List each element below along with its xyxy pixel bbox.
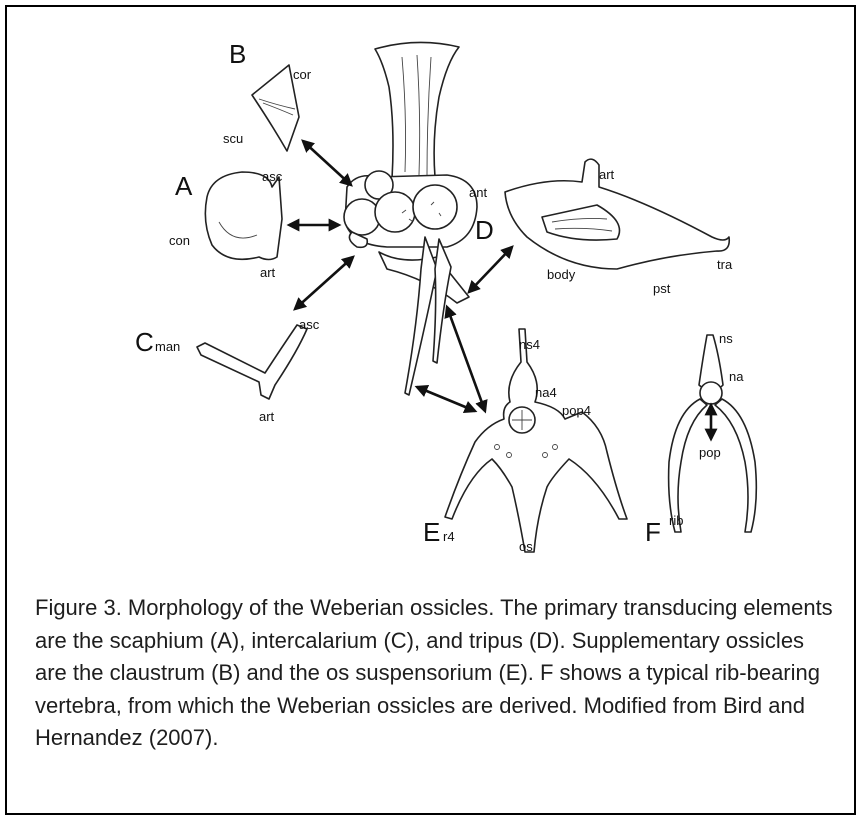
scaphium-drawing bbox=[205, 172, 282, 260]
label-asc-c: asc bbox=[299, 317, 320, 332]
weberian-ossicles-illustration: B cor scu A asc con art C man asc art an… bbox=[7, 7, 858, 587]
label-ant: ant bbox=[469, 185, 487, 200]
arrow-e1 bbox=[417, 387, 475, 411]
arrow-d bbox=[469, 247, 512, 292]
label-f: F bbox=[645, 517, 661, 547]
label-cor: cor bbox=[293, 67, 312, 82]
label-os: os bbox=[519, 539, 533, 554]
label-art-d: art bbox=[599, 167, 615, 182]
arrow-e2 bbox=[447, 307, 485, 411]
label-c: C bbox=[135, 327, 154, 357]
figure-caption: Figure 3. Morphology of the Weberian oss… bbox=[35, 592, 835, 755]
label-e: E bbox=[423, 517, 440, 547]
rib-vertebra-drawing bbox=[669, 335, 757, 532]
intercalarium-drawing bbox=[197, 325, 307, 399]
label-r4: r4 bbox=[443, 529, 455, 544]
tripus-drawing bbox=[505, 159, 729, 269]
label-ns: ns bbox=[719, 331, 733, 346]
label-pst: pst bbox=[653, 281, 671, 296]
label-na: na bbox=[729, 369, 744, 384]
label-asc-a: asc bbox=[262, 169, 283, 184]
label-pop4: pop4 bbox=[562, 403, 591, 418]
label-pop: pop bbox=[699, 445, 721, 460]
claustrum-drawing bbox=[252, 65, 299, 151]
os-suspensorium-drawing bbox=[445, 329, 627, 552]
label-ns4: ns4 bbox=[519, 337, 540, 352]
arrow-c bbox=[295, 257, 353, 309]
label-rib: rib bbox=[669, 513, 683, 528]
label-b: B bbox=[229, 39, 246, 69]
label-con: con bbox=[169, 233, 190, 248]
label-a: A bbox=[175, 171, 193, 201]
label-na4: na4 bbox=[535, 385, 557, 400]
label-tra: tra bbox=[717, 257, 733, 272]
label-art-c: art bbox=[259, 409, 275, 424]
label-art-a: art bbox=[260, 265, 276, 280]
label-man: man bbox=[155, 339, 180, 354]
label-body: body bbox=[547, 267, 576, 282]
figure-frame: B cor scu A asc con art C man asc art an… bbox=[5, 5, 856, 815]
label-d: D bbox=[475, 215, 494, 245]
label-scu: scu bbox=[223, 131, 243, 146]
arrow-b bbox=[303, 141, 351, 185]
central-vertebral-complex bbox=[344, 42, 477, 395]
